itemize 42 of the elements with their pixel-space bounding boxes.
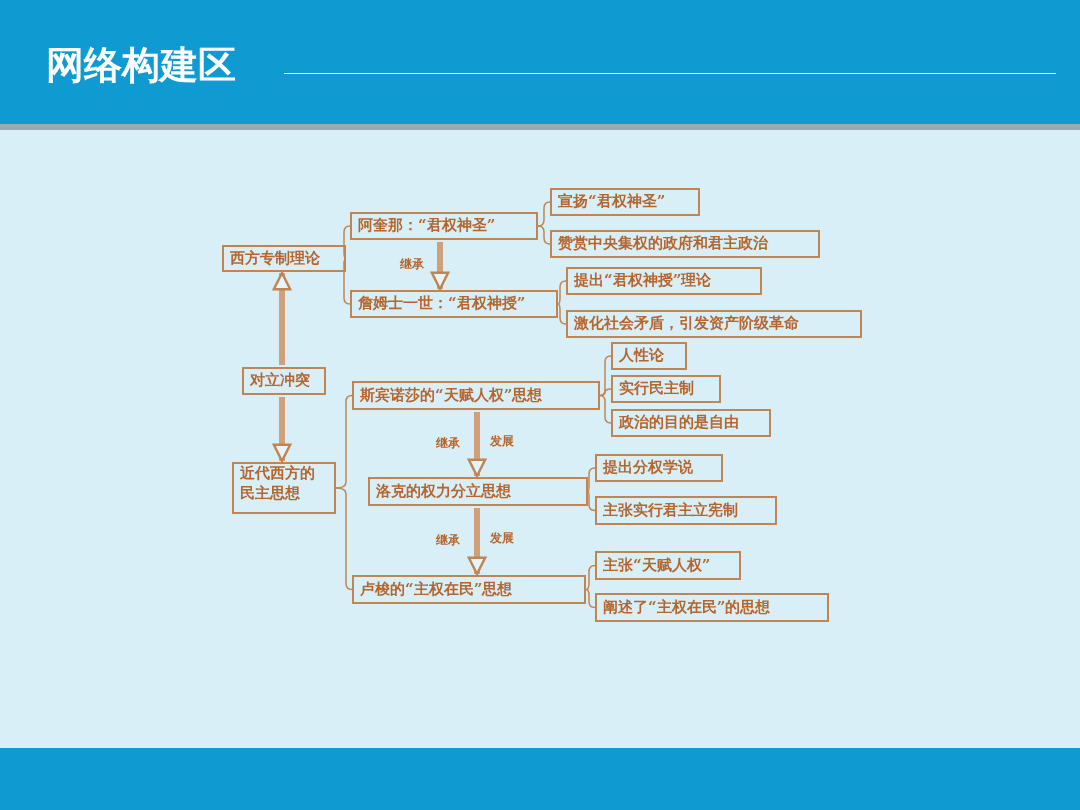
edge-label: 继承 (400, 256, 424, 273)
concept-box: 赞赏中央集权的政府和君主政治 (550, 230, 820, 258)
arrow-label: 发展 (490, 433, 514, 450)
bracket-connector (585, 588, 596, 609)
concept-box: 对立冲突 (242, 367, 326, 395)
concept-box: 洛克的权力分立思想 (368, 477, 588, 506)
bracket-connector (599, 388, 612, 397)
bracket-connector (537, 201, 551, 227)
bracket-connector (599, 394, 612, 424)
concept-box: 斯宾诺莎的“天赋人权”思想 (352, 381, 600, 410)
bracket-connector (599, 355, 612, 397)
bracket-connector (335, 487, 353, 591)
arrow-label: 发展 (490, 530, 514, 547)
concept-box: 主张实行君主立宪制 (595, 496, 777, 525)
hollow-arrow (467, 412, 487, 478)
bracket-connector (587, 490, 596, 512)
concept-box: 提出“君权神授”理论 (566, 267, 762, 295)
concept-box: 卢梭的“主权在民”思想 (352, 575, 586, 604)
edge-label: 继承 (436, 434, 460, 452)
concept-box: 西方专制理论 (222, 245, 346, 272)
bracket-connector (557, 280, 567, 305)
concept-box: 詹姆士一世：“君权神授” (350, 290, 558, 318)
hollow-arrow (272, 271, 292, 365)
hollow-arrow (467, 508, 487, 576)
hollow-arrow (430, 242, 450, 291)
slide-title: 网络构建区 (46, 42, 236, 89)
concept-box: 人性论 (611, 342, 687, 370)
concept-box: 实行民主制 (611, 375, 721, 403)
bracket-connector (537, 225, 551, 245)
hollow-arrow (272, 397, 292, 463)
bracket-connector (587, 467, 596, 493)
concept-box: 近代西方的民主思想 (232, 462, 336, 514)
bracket-connector (585, 564, 596, 591)
edge-label: 继承 (436, 531, 460, 549)
concept-box: 激化社会矛盾，引发资产阶级革命 (566, 310, 862, 338)
bracket-connector (557, 303, 567, 325)
concept-box: 主张“天赋人权” (595, 551, 741, 580)
concept-box: 阿奎那：“君权神圣” (350, 212, 538, 240)
concept-box: 政治的目的是自由 (611, 409, 771, 437)
concept-box: 提出分权学说 (595, 454, 723, 482)
concept-box: 阐述了“主权在民”的思想 (595, 593, 829, 622)
concept-box: 宣扬“君权神圣” (550, 188, 700, 216)
